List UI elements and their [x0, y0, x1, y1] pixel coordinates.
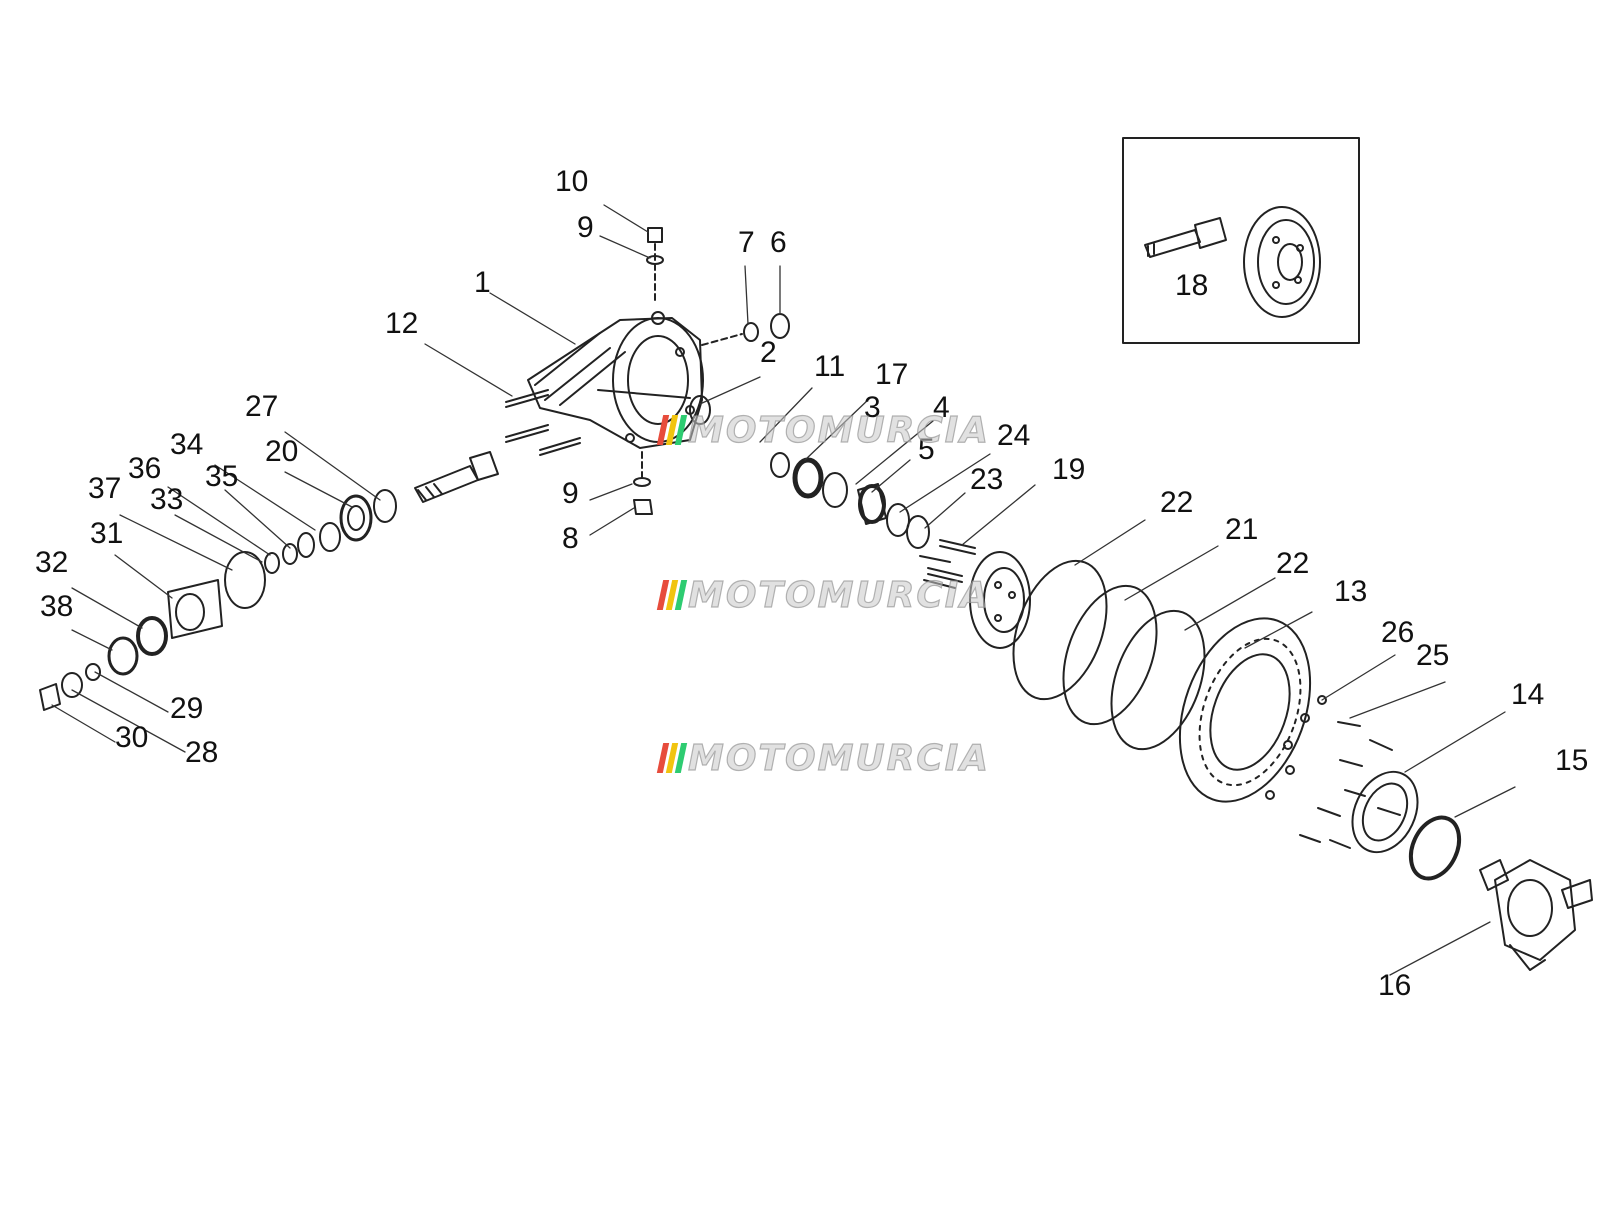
callout-label-1: 1	[474, 266, 491, 299]
watermark-2: MOTOMURCIA	[656, 574, 991, 616]
callout-label-35: 35	[205, 460, 238, 493]
callout-label-10: 10	[555, 165, 588, 198]
callout-label-36: 36	[128, 452, 161, 485]
callout-label-6: 6	[770, 226, 787, 259]
studs	[505, 389, 691, 456]
callout-label-22: 22	[1276, 547, 1309, 580]
gear-set-inset	[1144, 206, 1321, 318]
watermark-bars	[656, 415, 688, 445]
callout-label-8: 8	[562, 522, 579, 555]
callout-label-13: 13	[1334, 575, 1367, 608]
callout-label-9: 9	[562, 477, 579, 510]
callout-label-29: 29	[170, 692, 203, 725]
watermark-text: MOTOMURCIA	[687, 737, 991, 779]
callout-label-4: 4	[933, 391, 950, 424]
callout-label-32: 32	[35, 546, 68, 579]
watermark-1: MOTOMURCIA	[656, 409, 991, 451]
callout-label-11: 11	[814, 350, 845, 383]
watermark-bars	[656, 580, 688, 610]
callout-label-22: 22	[1160, 486, 1193, 519]
callout-label-3: 3	[864, 391, 881, 424]
callout-label-7: 7	[738, 226, 755, 259]
watermark-text: MOTOMURCIA	[687, 409, 991, 451]
callout-label-24: 24	[997, 419, 1030, 452]
callout-label-34: 34	[170, 428, 203, 461]
callout-label-19: 19	[1052, 453, 1085, 486]
callout-label-5: 5	[918, 433, 935, 466]
leader-lines	[51, 204, 1516, 976]
callout-label-37: 37	[88, 472, 121, 505]
callout-label-21: 21	[1225, 513, 1258, 546]
callout-label-17: 17	[875, 358, 908, 391]
callout-label-25: 25	[1416, 639, 1449, 672]
callout-label-18: 18	[1175, 269, 1208, 302]
inset-box	[1122, 137, 1360, 344]
callout-label-31: 31	[90, 517, 123, 550]
callout-label-23: 23	[970, 463, 1003, 496]
callout-label-2: 2	[760, 336, 777, 369]
housing	[527, 311, 704, 449]
callout-label-33: 33	[150, 483, 183, 516]
callout-label-12: 12	[385, 307, 418, 340]
callout-label-30: 30	[115, 721, 148, 754]
callout-label-38: 38	[40, 590, 73, 623]
seals	[1351, 770, 1462, 881]
watermark-3: MOTOMURCIA	[656, 737, 991, 779]
hub	[1479, 859, 1593, 971]
callout-label-14: 14	[1511, 678, 1544, 711]
callout-label-20: 20	[265, 435, 298, 468]
pinion-shaft	[414, 451, 499, 503]
callout-label-16: 16	[1378, 969, 1411, 1002]
plug-top	[646, 227, 664, 301]
left-stack	[39, 489, 397, 711]
center-rings	[689, 395, 930, 549]
cover	[1178, 617, 1312, 803]
callout-label-15: 15	[1555, 744, 1588, 777]
plug-bottom	[633, 451, 653, 515]
watermark-text: MOTOMURCIA	[687, 574, 991, 616]
callout-label-28: 28	[185, 736, 218, 769]
bolts-23	[919, 539, 976, 589]
callout-label-26: 26	[1381, 616, 1414, 649]
cover-bolts	[1265, 695, 1401, 849]
callout-label-9: 9	[577, 211, 594, 244]
watermark-bars	[656, 743, 688, 773]
ring-gear	[969, 551, 1031, 649]
gaskets	[1012, 559, 1206, 751]
callout-label-27: 27	[245, 390, 278, 423]
